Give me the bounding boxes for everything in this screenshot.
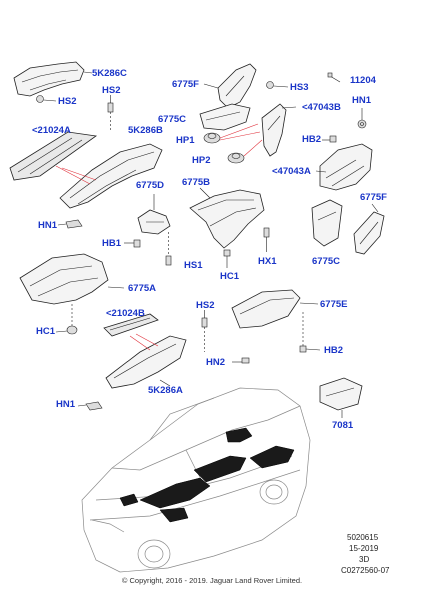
panel-6775c-bottom [311, 199, 343, 247]
label-21024a: <21024A [32, 125, 71, 136]
label-hn1-left: HN1 [38, 220, 58, 231]
label-hp2: HP2 [192, 155, 211, 166]
label-hs2-top: HS2 [58, 96, 77, 107]
bracket-6775f-top [203, 63, 257, 109]
label-hs3: HS3 [290, 82, 309, 93]
fastener-hs2-top-left [36, 95, 57, 103]
label-6775f-right: 6775F [360, 192, 387, 203]
bolt-hs2-top [107, 95, 114, 132]
fastener-hp2 [227, 139, 263, 164]
label-6775c-top: 6775C [158, 114, 186, 125]
label-6775d: 6775D [136, 180, 164, 191]
label-7081: 7081 [332, 420, 354, 431]
heat-shield-6775a [19, 253, 125, 305]
label-5k286c: 5K286C [92, 68, 127, 79]
heat-shield-6775b [189, 187, 265, 249]
fastener-hs1 [165, 232, 172, 266]
label-6775c-bottom: 6775C [312, 256, 340, 267]
insulator-21024b [103, 313, 159, 337]
heat-shield-5k286c [13, 61, 93, 97]
fastener-hx1 [263, 227, 270, 252]
heat-shield-6775e [231, 289, 319, 329]
copyright-notice: © Copyright, 2016 - 2019. Jaguar Land Ro… [121, 576, 303, 585]
fastener-hc1-mid [223, 249, 231, 268]
fastener-hc1-left [55, 304, 78, 335]
heat-shield-47043a [315, 143, 373, 191]
label-hn1-right: HN1 [352, 95, 372, 106]
fastener-hn1-low [77, 401, 103, 411]
reference-date: 15-2019 [349, 544, 379, 553]
fastener-hn2 [232, 357, 250, 364]
label-47043a: <47043A [272, 166, 311, 177]
label-5k286a: 5K286A [148, 385, 183, 396]
reference-code: C0272560-07 [341, 566, 390, 575]
rivet-11204 [327, 72, 341, 83]
bracket-6775d [137, 194, 171, 235]
label-6775a: 6775A [128, 283, 156, 294]
vehicle-heat-shields-highlight [119, 427, 295, 523]
label-5k286b: 5K286B [128, 125, 163, 136]
heat-shield-5k286a [105, 333, 187, 389]
reference-number: 5020615 [347, 533, 379, 542]
label-hb1: HB1 [102, 238, 122, 249]
heat-shield-5k286b [55, 143, 163, 209]
label-6775b: 6775B [182, 177, 210, 188]
clip-hn1-right [357, 108, 367, 129]
insulator-21024a [9, 131, 98, 181]
panel-6775c-top [199, 103, 251, 131]
label-11204: 11204 [350, 75, 376, 86]
label-6775f-top: 6775F [172, 79, 199, 90]
label-hn1-low: HN1 [56, 399, 76, 410]
bracket-6775f-right [353, 203, 385, 255]
bracket-47043b [261, 103, 297, 157]
bolt-hb2-right [322, 135, 337, 143]
label-hn2: HN2 [206, 357, 226, 368]
fastener-hb1 [124, 239, 141, 248]
fastener-hp1 [203, 123, 261, 144]
fastener-hn1-left [57, 219, 83, 229]
reference-view: 3D [359, 555, 370, 564]
label-hp1: HP1 [176, 135, 195, 146]
label-hb2-right: HB2 [302, 134, 322, 145]
label-hx1: HX1 [258, 256, 277, 267]
label-hc1-left: HC1 [36, 326, 56, 337]
label-6775e: 6775E [320, 299, 348, 310]
label-hs2-low: HS2 [196, 300, 215, 311]
label-hc1-mid: HC1 [220, 271, 240, 282]
bolt-hs2-mid [201, 310, 208, 352]
cover-7081 [319, 377, 363, 418]
fastener-hs3 [266, 81, 289, 89]
label-47043b: <47043B [302, 102, 341, 113]
label-21024b: <21024B [106, 308, 145, 319]
label-hb2-low: HB2 [324, 345, 344, 356]
label-hs2-mid: HS2 [102, 85, 121, 96]
label-hs1: HS1 [184, 260, 203, 271]
fastener-hb2-low [299, 312, 321, 353]
